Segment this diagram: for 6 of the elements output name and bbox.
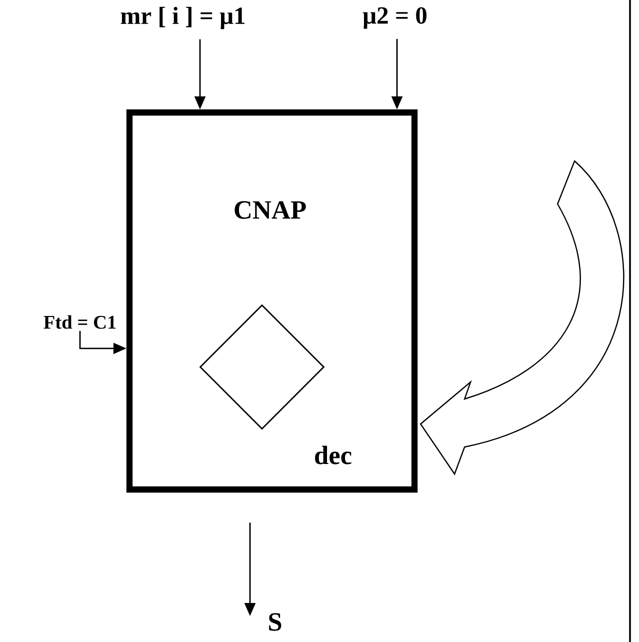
- signal-label: Ftd = C1: [44, 315, 116, 329]
- curved-arrow: [420, 160, 624, 475]
- signal-label: S: [269, 613, 282, 631]
- process-box: CNAP dec: [126, 109, 418, 493]
- signal-label: μ2 = 0: [362, 7, 426, 29]
- signal-label: mr [ i ] = μ1: [120, 6, 245, 30]
